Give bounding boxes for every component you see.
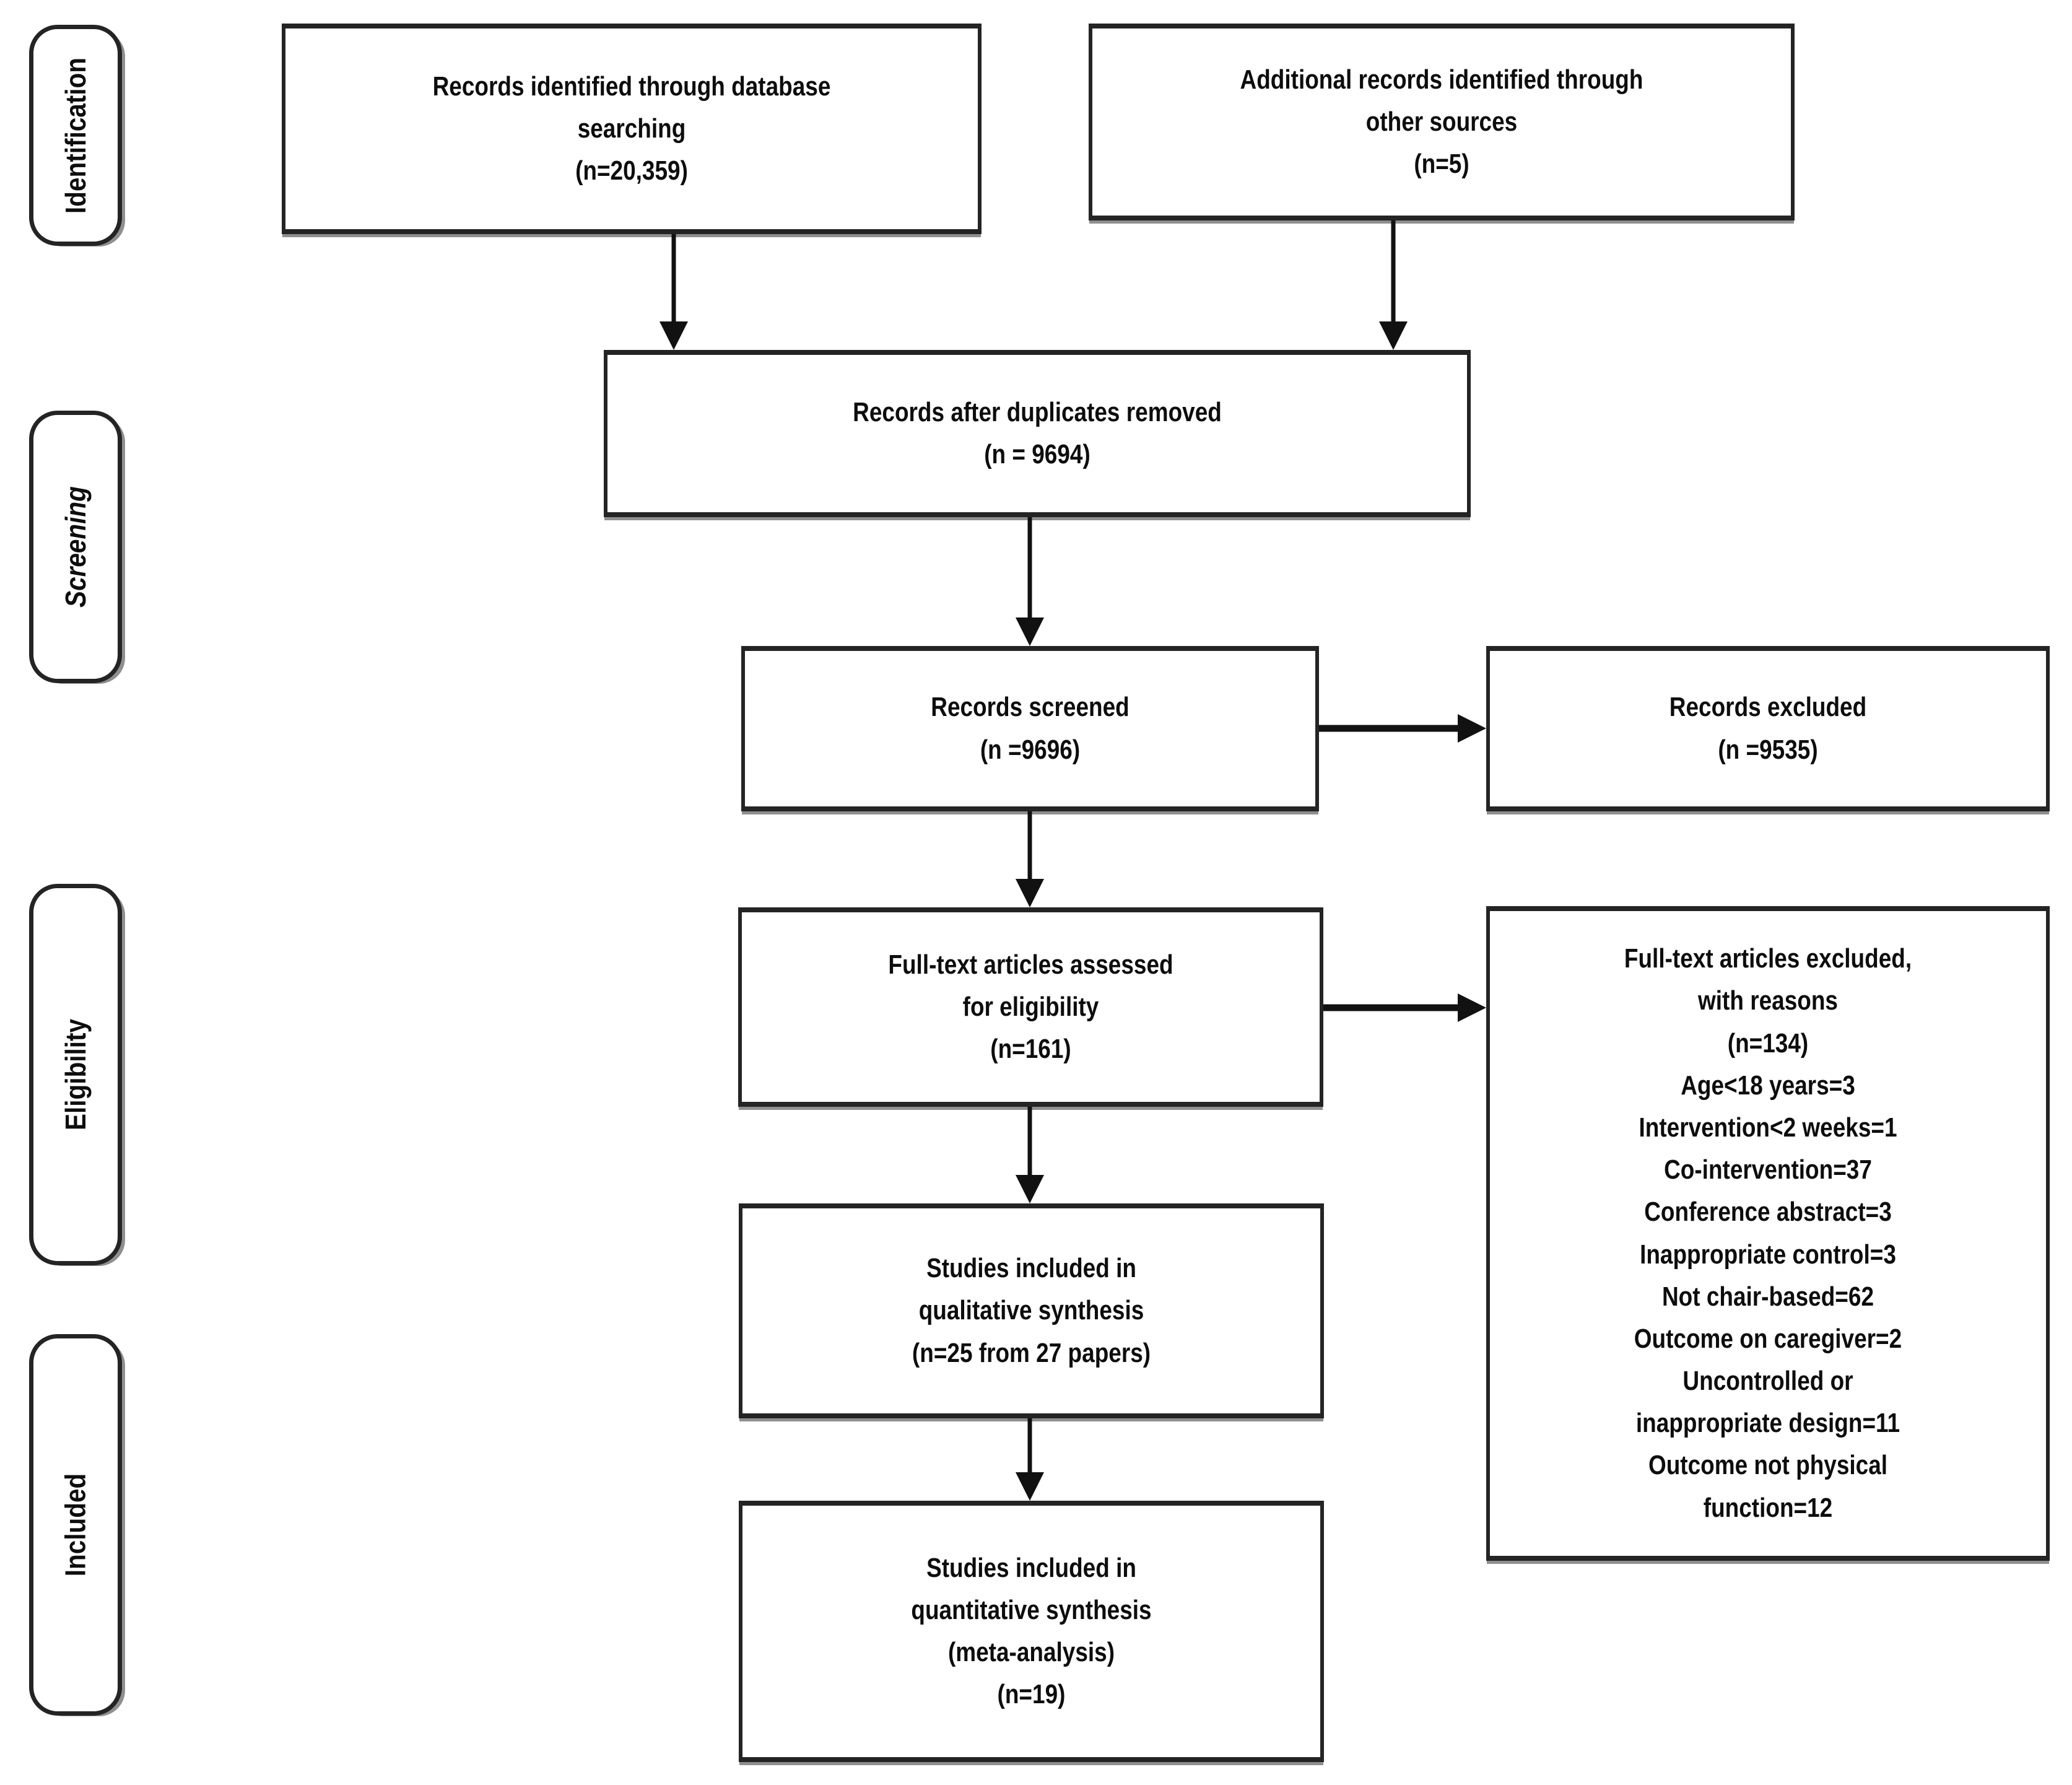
arrowhead-down-icon [659, 321, 688, 350]
box-qualitative-synthesis-text: Studies included in qualitative synthesi… [912, 1253, 1151, 1368]
arrow-line [1027, 1418, 1032, 1476]
arrowhead-down-icon [1016, 618, 1044, 646]
box-fulltext-assessed: Full-text articles assessed for eligibil… [738, 907, 1323, 1107]
stage-screening-label: Screening [59, 486, 92, 608]
arrow-line [1323, 1004, 1463, 1011]
box-quantitative-synthesis-text: Studies included in quantitative synthes… [911, 1552, 1152, 1710]
stage-identification-label: Identification [59, 57, 92, 214]
box-after-duplicates: Records after duplicates removed (n = 96… [604, 350, 1471, 517]
stage-included-label: Included [59, 1473, 92, 1577]
arrowhead-down-icon [1016, 879, 1044, 907]
arrow-fulltext-to-qualitative [1014, 1107, 1046, 1203]
stage-screening: Screening [29, 411, 122, 683]
box-additional-records: Additional records identified through ot… [1089, 24, 1795, 220]
arrow-identified-to-duplicates [658, 234, 690, 350]
arrow-fulltext-to-excluded [1323, 990, 1486, 1025]
arrow-line [671, 234, 676, 325]
arrow-duplicates-to-screened [1014, 517, 1046, 646]
arrowhead-right-icon [1458, 714, 1486, 743]
stage-eligibility-label: Eligibility [59, 1019, 92, 1130]
arrow-line [1319, 725, 1463, 732]
box-records-screened-text: Records screened (n =9696) [931, 692, 1130, 765]
box-fulltext-excluded-text: Full-text articles excluded, with reason… [1624, 943, 1912, 1523]
box-quantitative-synthesis: Studies included in quantitative synthes… [739, 1501, 1324, 1762]
box-qualitative-synthesis: Studies included in qualitative synthesi… [739, 1203, 1324, 1418]
arrow-line [1027, 1107, 1032, 1179]
box-fulltext-excluded: Full-text articles excluded, with reason… [1486, 906, 2050, 1561]
arrowhead-down-icon [1016, 1175, 1044, 1203]
arrow-line [1391, 220, 1396, 325]
box-records-screened: Records screened (n =9696) [741, 646, 1319, 811]
box-records-identified: Records identified through database sear… [282, 24, 982, 234]
stage-eligibility: Eligibility [29, 884, 122, 1265]
arrow-line [1027, 811, 1032, 883]
box-records-excluded-text: Records excluded (n =9535) [1669, 692, 1867, 765]
stage-included: Included [29, 1334, 122, 1716]
stage-identification: Identification [29, 25, 122, 246]
box-fulltext-assessed-text: Full-text articles assessed for eligibil… [888, 949, 1173, 1065]
box-records-excluded: Records excluded (n =9535) [1486, 646, 2050, 811]
arrowhead-down-icon [1016, 1472, 1044, 1501]
arrow-screened-to-excluded [1319, 711, 1486, 746]
box-additional-records-text: Additional records identified through ot… [1240, 64, 1643, 180]
arrow-line [1027, 517, 1032, 621]
arrowhead-right-icon [1458, 993, 1486, 1022]
box-after-duplicates-text: Records after duplicates removed (n = 96… [853, 396, 1222, 469]
arrow-additional-to-duplicates [1377, 220, 1409, 350]
arrow-qualitative-to-quantitative [1014, 1418, 1046, 1501]
arrowhead-down-icon [1379, 321, 1408, 350]
arrow-screened-to-fulltext [1014, 811, 1046, 907]
box-records-identified-text: Records identified through database sear… [432, 71, 831, 186]
